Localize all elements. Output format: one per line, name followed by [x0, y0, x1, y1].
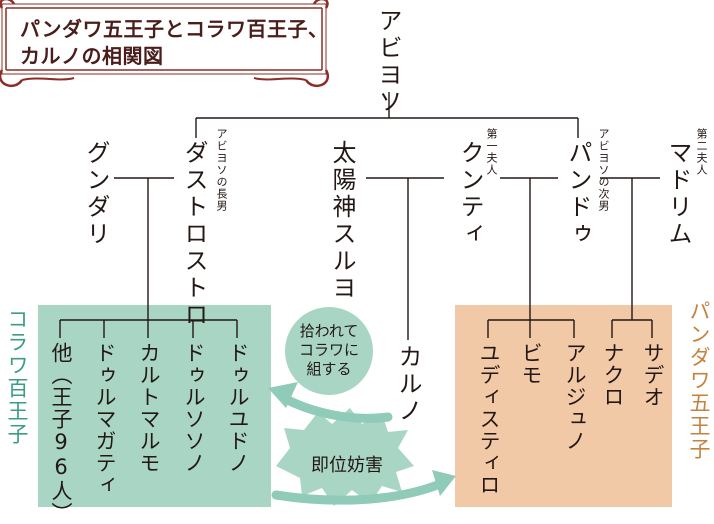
pandava-child: サデオ	[641, 342, 665, 408]
family-tree-lines	[59, 92, 660, 340]
hinder-burst	[276, 408, 414, 506]
note-kunti: 第一夫人	[485, 128, 498, 176]
arrow-to-kaurava	[279, 393, 393, 423]
title-line-2: カルノの相関図	[20, 44, 164, 68]
person-surya: 太陽神スルヨ	[328, 140, 356, 302]
kaurava-child: ドゥルマガティ	[93, 342, 117, 496]
kaurava-label: コラワ百王子	[5, 308, 29, 446]
person-pandu: パンドゥ	[564, 140, 592, 248]
kaurava-child: 他（王子96人）	[49, 342, 73, 524]
note-pandu: アビヨソの次男	[597, 128, 610, 212]
diagram-shapes	[0, 0, 660, 506]
arrow-to-pandava	[271, 479, 445, 505]
kaurava-box	[38, 305, 271, 507]
hinder-text: 即位妨害	[311, 455, 383, 476]
pandava-label: パンダワ五王子	[687, 300, 711, 461]
kaurava-child: ドゥルソソノ	[182, 342, 206, 474]
title-line-1: パンダワ五王子とコラワ百王子、	[20, 17, 329, 41]
person-karno: カルノ	[394, 344, 422, 425]
note-dastarastra: アビヨソの長男	[215, 128, 228, 212]
note-madrim: 第二夫人	[695, 128, 708, 176]
pandava-box	[455, 305, 672, 507]
pandava-child: ナクロ	[601, 342, 625, 408]
kaurava-child: ドゥルユドノ	[226, 342, 250, 474]
adopted-bubble	[285, 307, 373, 395]
adopted-text: 拾われて コラワに 組する	[298, 322, 359, 378]
pandava-child: ユディスティロ	[477, 342, 501, 496]
person-abhiyoso: アビヨソ	[374, 8, 402, 116]
kaurava-child: カルトマルモ	[137, 342, 161, 474]
person-gundari: グンダリ	[82, 140, 110, 248]
pandava-child: ビモ	[519, 342, 543, 386]
person-dastarastra: ダストロストロ	[180, 140, 208, 329]
pandava-child: アルジュノ	[563, 342, 587, 452]
title-frame	[0, 0, 330, 88]
person-kunti: クンティ	[456, 140, 484, 248]
person-madrim: マドリム	[664, 140, 692, 248]
